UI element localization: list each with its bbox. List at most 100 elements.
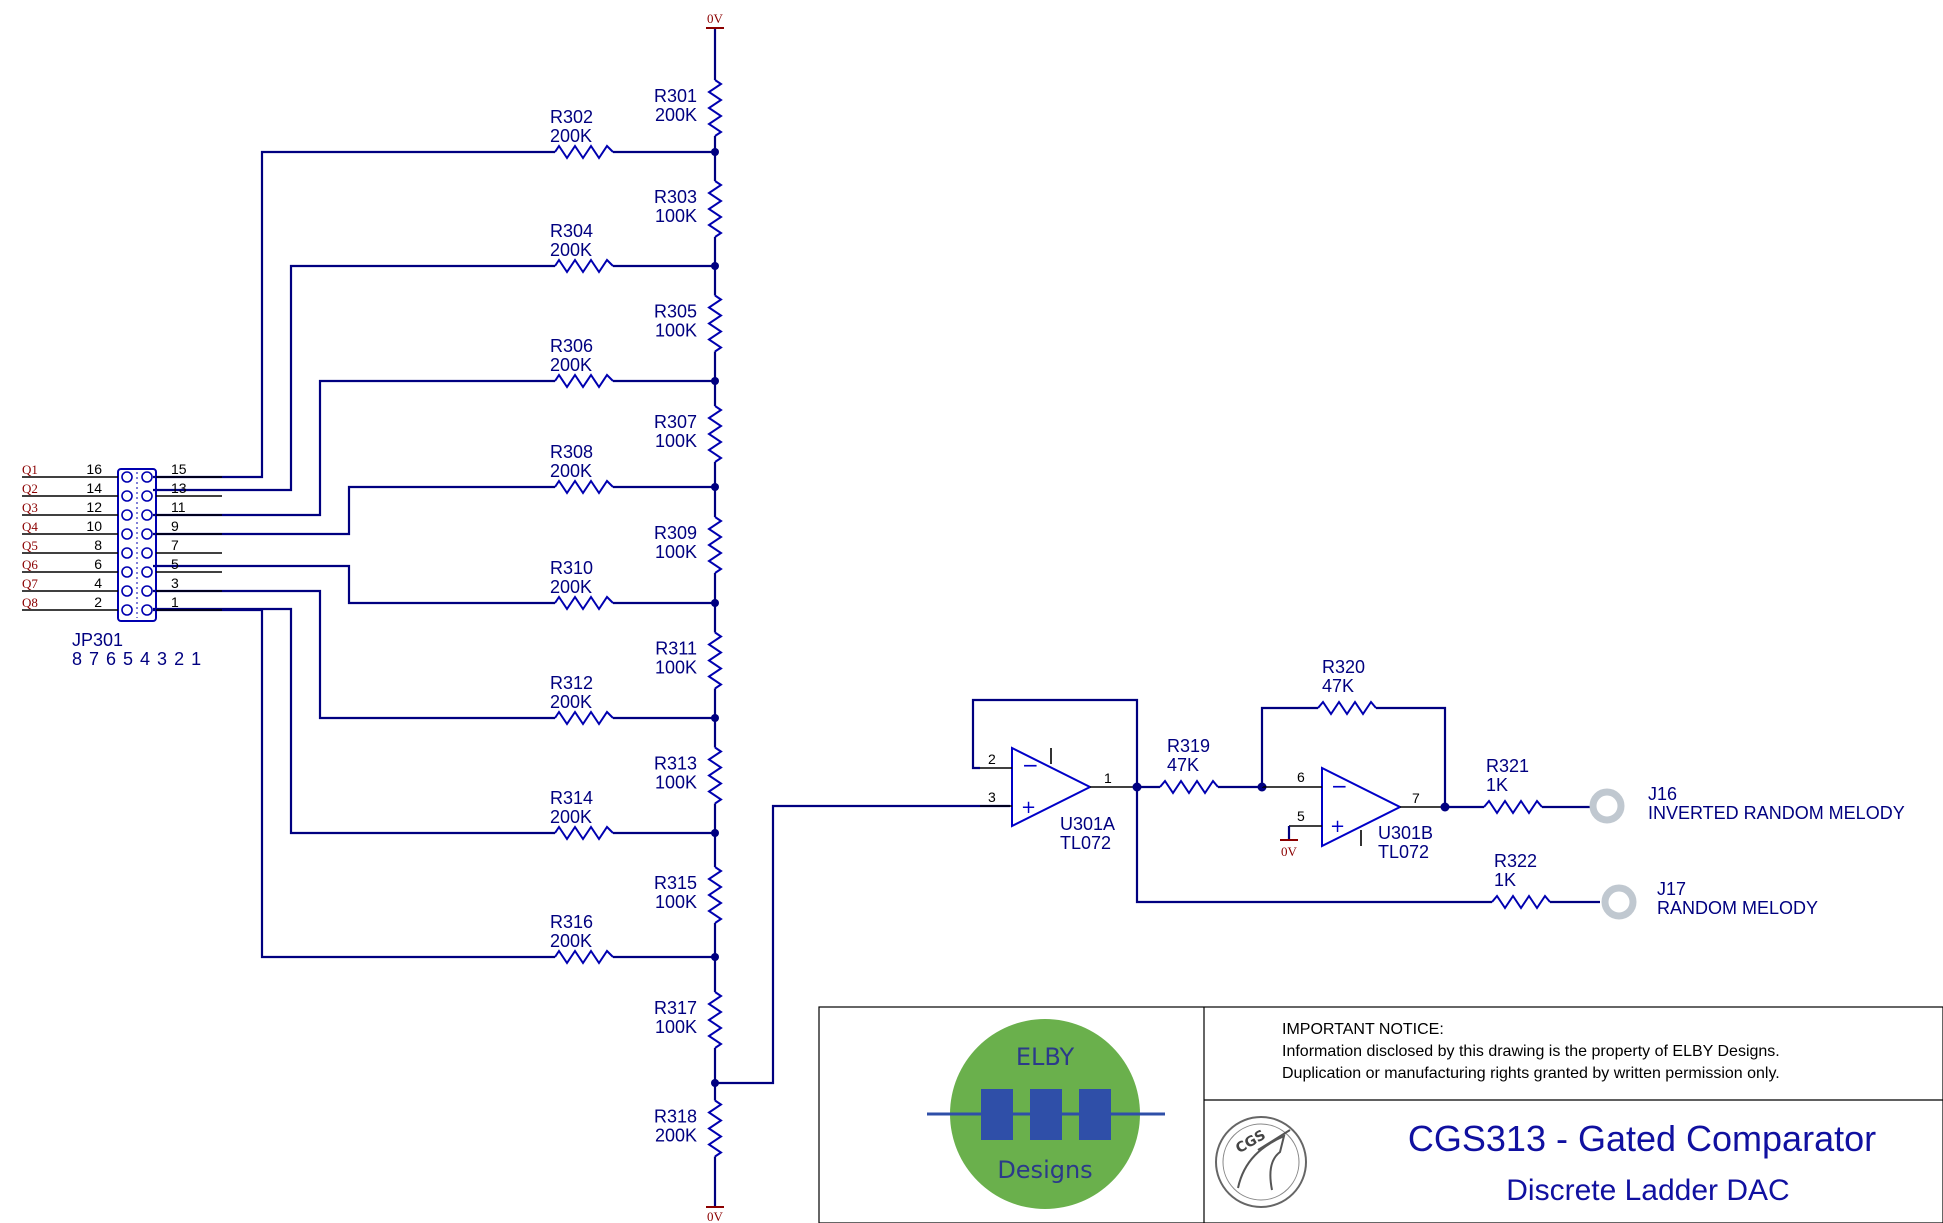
resistor-r319: R319 47K (1137, 736, 1262, 795)
ladder-value: 100K (655, 206, 697, 226)
input-value: 200K (550, 807, 592, 827)
pin-number: 16 (86, 461, 102, 477)
pin-number: 2 (94, 594, 102, 610)
notice-title: IMPORTANT NOTICE: (1282, 1021, 1444, 1038)
r319-ref: R319 (1167, 736, 1210, 756)
ladder-value: 100K (655, 773, 697, 793)
pin-number: 6 (94, 556, 102, 572)
logo-top-text: ELBY (1016, 1043, 1075, 1071)
resistor-r322: R322 1K (1135, 787, 1600, 910)
svg-text:−: − (1022, 753, 1039, 777)
j16-label: INVERTED RANDOM MELODY (1648, 803, 1905, 823)
r321-ref: R321 (1486, 756, 1529, 776)
notice-line2: Duplication or manufacturing rights gran… (1282, 1065, 1780, 1082)
pin-number: 13 (171, 480, 187, 496)
pin-number: 1 (171, 594, 179, 610)
u301b-pin7: 7 (1412, 790, 1420, 806)
pin-number: 8 (94, 537, 102, 553)
pin-number: 3 (171, 575, 179, 591)
drawing-subtitle: Discrete Ladder DAC (1506, 1174, 1789, 1207)
resistor-r321: R321 1K (1445, 756, 1590, 815)
input-ref: R304 (550, 221, 593, 241)
svg-text:+: + (1021, 797, 1036, 818)
net-label: Q2 (22, 481, 38, 496)
input-value: 200K (550, 240, 592, 260)
jack-j16: J16 INVERTED RANDOM MELODY (1589, 784, 1905, 824)
input-ref: R316 (550, 912, 593, 932)
input-value: 200K (550, 461, 592, 481)
u301b-ref: U301B (1378, 823, 1433, 843)
u301b-pin6: 6 (1297, 769, 1305, 785)
u301b-pin5: 5 (1297, 808, 1305, 824)
net-label: Q8 (22, 595, 38, 610)
r319-value: 47K (1167, 755, 1199, 775)
ladder-ref: R313 (654, 754, 697, 774)
ladder-ref: R303 (654, 187, 697, 207)
u301a-ref: U301A (1060, 814, 1115, 834)
connector-row-q3: Q3 12 11 (22, 499, 222, 521)
pin-number: 12 (86, 499, 102, 515)
logo-bottom-text: Designs (997, 1156, 1092, 1184)
input-value: 200K (550, 931, 592, 951)
u301a-part: TL072 (1060, 833, 1111, 853)
pin-number: 4 (94, 575, 102, 591)
pin-number: 9 (171, 518, 179, 534)
notice-line1: Information disclosed by this drawing is… (1282, 1043, 1780, 1060)
ladder-ref: R307 (654, 412, 697, 432)
input-ref: R310 (550, 558, 593, 578)
r320-ref: R320 (1322, 657, 1365, 677)
net-label: Q3 (22, 500, 38, 515)
input-value: 200K (550, 577, 592, 597)
ground-top-label: 0V (707, 11, 724, 26)
r322-ref: R322 (1494, 851, 1537, 871)
input-value: 200K (550, 126, 592, 146)
drawing-title: CGS313 - Gated Comparator (1408, 1118, 1876, 1159)
svg-text:−: − (1331, 774, 1348, 798)
jp301-ref: JP301 (72, 630, 123, 650)
connector-row-q8: Q8 2 1 (22, 594, 222, 616)
r320-value: 47K (1322, 676, 1354, 696)
ladder-spine: 0V 0V (706, 11, 724, 1223)
ground-bottom-label: 0V (707, 1209, 724, 1223)
pin-number: 7 (171, 537, 179, 553)
input-routing-wires (153, 150, 555, 959)
ladder-value: 200K (655, 1126, 697, 1146)
ladder-ref: R311 (655, 639, 697, 659)
ladder-resistors: R301200KR303100KR305100KR307100KR309100K… (654, 64, 723, 1174)
ladder-value: 100K (655, 542, 697, 562)
net-label: Q1 (22, 462, 38, 477)
pin-number: 14 (86, 480, 102, 496)
u301b-ground-label: 0V (1281, 844, 1298, 859)
pin-number: 15 (171, 461, 187, 477)
opamp-u301b: − + 6 5 7 U301B TL072 0V (1262, 766, 1445, 862)
input-ref: R314 (550, 788, 593, 808)
input-ref: R302 (550, 107, 593, 127)
ladder-ref: R317 (654, 998, 697, 1018)
net-label: Q4 (22, 519, 38, 534)
pin-number: 10 (86, 518, 102, 534)
input-value: 200K (550, 355, 592, 375)
input-value: 200K (550, 692, 592, 712)
j16-ref: J16 (1648, 784, 1677, 804)
net-label: Q7 (22, 576, 38, 591)
j17-ref: J17 (1657, 879, 1686, 899)
r322-value: 1K (1494, 870, 1516, 890)
cgs-badge-icon: CGS (1215, 1116, 1307, 1208)
pin-number: 11 (171, 499, 186, 515)
r321-value: 1K (1486, 775, 1508, 795)
ladder-value: 200K (655, 105, 697, 125)
